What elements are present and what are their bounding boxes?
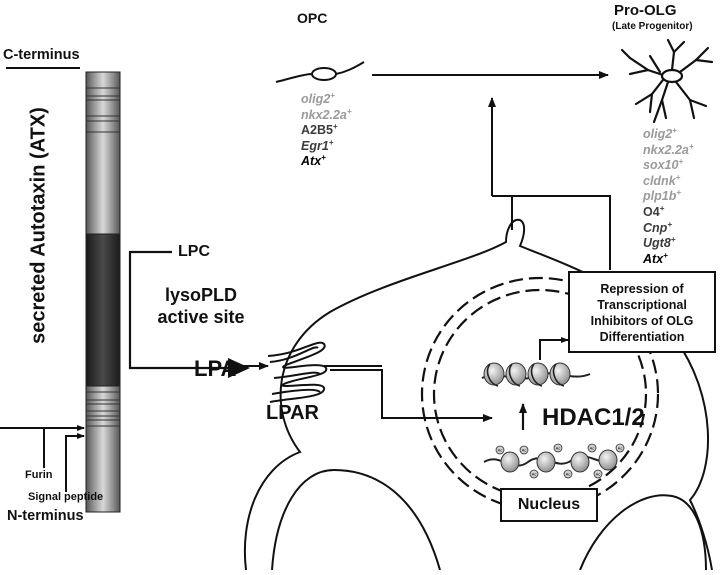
marker-name: nkx2.2a <box>301 107 347 122</box>
repression-box: Repression of Transcriptional Inhibitors… <box>568 271 716 353</box>
marker-prooligo-5: O4+ <box>643 203 694 221</box>
marker-sup: + <box>678 157 684 167</box>
acetyl-mark-4: Ac <box>566 472 571 477</box>
autotaxin-label: secreted Autotaxin (ATX) <box>27 107 50 344</box>
signal-peptide-label: Signal peptide <box>28 491 104 503</box>
nucleus-label: Nucleus <box>517 496 581 513</box>
marker-name: cldnk <box>643 173 676 188</box>
c-terminus-label: C-terminus <box>3 47 80 63</box>
repression-line-4: Differentiation <box>599 330 685 344</box>
prooligo-title: Pro-OLG <box>614 2 677 19</box>
marker-opc-0: olig2+ <box>301 90 352 108</box>
chromatin-compact <box>481 362 591 387</box>
furin-label: Furin <box>25 469 53 481</box>
acetyl-mark-3: Ac <box>556 446 561 451</box>
marker-opc-3: Egr1+ <box>301 137 352 155</box>
cell-membrane <box>243 218 713 571</box>
marker-name: nkx2.2a <box>643 142 689 157</box>
lpc-bracket <box>128 250 230 370</box>
lpar-to-hdac-arrow <box>330 369 493 422</box>
marker-sup: + <box>688 141 694 151</box>
nucleus-box: Nucleus <box>500 488 598 522</box>
marker-sup: + <box>667 219 673 229</box>
lpa-arrowhead <box>228 358 250 378</box>
acetyl-mark-7: Ac <box>618 446 623 451</box>
acetyl-mark-0: Ac <box>498 448 503 453</box>
acetyl-mark-1: Ac <box>522 448 527 453</box>
repression-line-1: Repression of <box>600 282 684 296</box>
marker-name: olig2 <box>643 127 673 141</box>
marker-prooligo-4: plp1b+ <box>643 189 694 205</box>
n-terminus-label: N-terminus <box>7 508 84 524</box>
acetyl-mark-5: Ac <box>590 446 595 451</box>
marker-prooligo-0: olig2+ <box>643 125 694 143</box>
opc-title: OPC <box>297 10 328 26</box>
marker-name: Cnp <box>643 220 668 235</box>
prooligo-marker-list: olig2+nkx2.2a+sox10+cldnk+plp1b+O4+Cnp+U… <box>643 125 694 268</box>
marker-prooligo-2: sox10+ <box>643 157 694 174</box>
marker-sup: + <box>675 172 681 182</box>
marker-name: Egr1 <box>301 138 329 153</box>
marker-name: Atx <box>301 154 322 169</box>
chromatin-acetylated <box>483 443 625 479</box>
marker-sup: + <box>670 235 676 244</box>
acetyl-mark-2: Ac <box>532 472 537 477</box>
marker-opc-1: nkx2.2a+ <box>301 106 352 124</box>
marker-sup: + <box>330 90 335 100</box>
marker-prooligo-7: Ugt8+ <box>643 235 694 252</box>
marker-prooligo-6: Cnp+ <box>643 219 694 237</box>
marker-sup: + <box>346 106 352 116</box>
lysopld-line1: lysoPLD <box>164 285 238 305</box>
marker-sup: + <box>659 203 665 213</box>
repression-line-2: Transcriptional <box>597 298 687 312</box>
marker-sup: + <box>676 188 682 198</box>
marker-name: Atx <box>643 251 664 266</box>
marker-opc-4: Atx+ <box>301 154 352 170</box>
signal-peptide-arrow <box>65 433 85 492</box>
marker-name: plp1b <box>643 189 677 204</box>
marker-prooligo-1: nkx2.2a+ <box>643 141 694 159</box>
acetyl-mark-6: Ac <box>596 472 601 477</box>
marker-prooligo-3: cldnk+ <box>643 172 694 190</box>
marker-name: A2B5 <box>301 123 333 138</box>
lpar-receptor <box>267 341 382 403</box>
opc-cell <box>275 61 365 83</box>
hdac-label: HDAC1/2 <box>542 404 645 431</box>
prooligo-subtitle: (Late Progenitor) <box>612 21 693 32</box>
marker-prooligo-8: Atx+ <box>643 250 694 268</box>
autotaxin-bar <box>85 71 121 513</box>
marker-name: Ugt8 <box>643 236 671 251</box>
repression-line-3: Inhibitors of OLG <box>590 314 694 328</box>
repression-arrow <box>539 337 569 360</box>
marker-sup: + <box>672 125 677 135</box>
marker-sup: + <box>321 153 326 163</box>
signal-up-line <box>511 195 611 270</box>
prooligo-cell <box>620 38 714 124</box>
marker-opc-2: A2B5+ <box>301 122 352 139</box>
opc-marker-list: olig2+nkx2.2a+A2B5+Egr1+Atx+ <box>301 90 352 170</box>
marker-sup: + <box>328 137 334 147</box>
marker-sup: + <box>663 250 668 260</box>
lysopld-label: lysoPLD active site <box>150 284 252 328</box>
marker-name: O4 <box>643 204 660 219</box>
marker-name: olig2 <box>301 92 331 106</box>
marker-name: sox10 <box>643 158 679 173</box>
lysopld-line2: active site <box>157 307 245 327</box>
lpc-label: LPC <box>178 243 210 260</box>
marker-sup: + <box>332 122 338 132</box>
lpa-label: LPA <box>194 356 237 381</box>
lpar-label: LPAR <box>266 402 319 424</box>
